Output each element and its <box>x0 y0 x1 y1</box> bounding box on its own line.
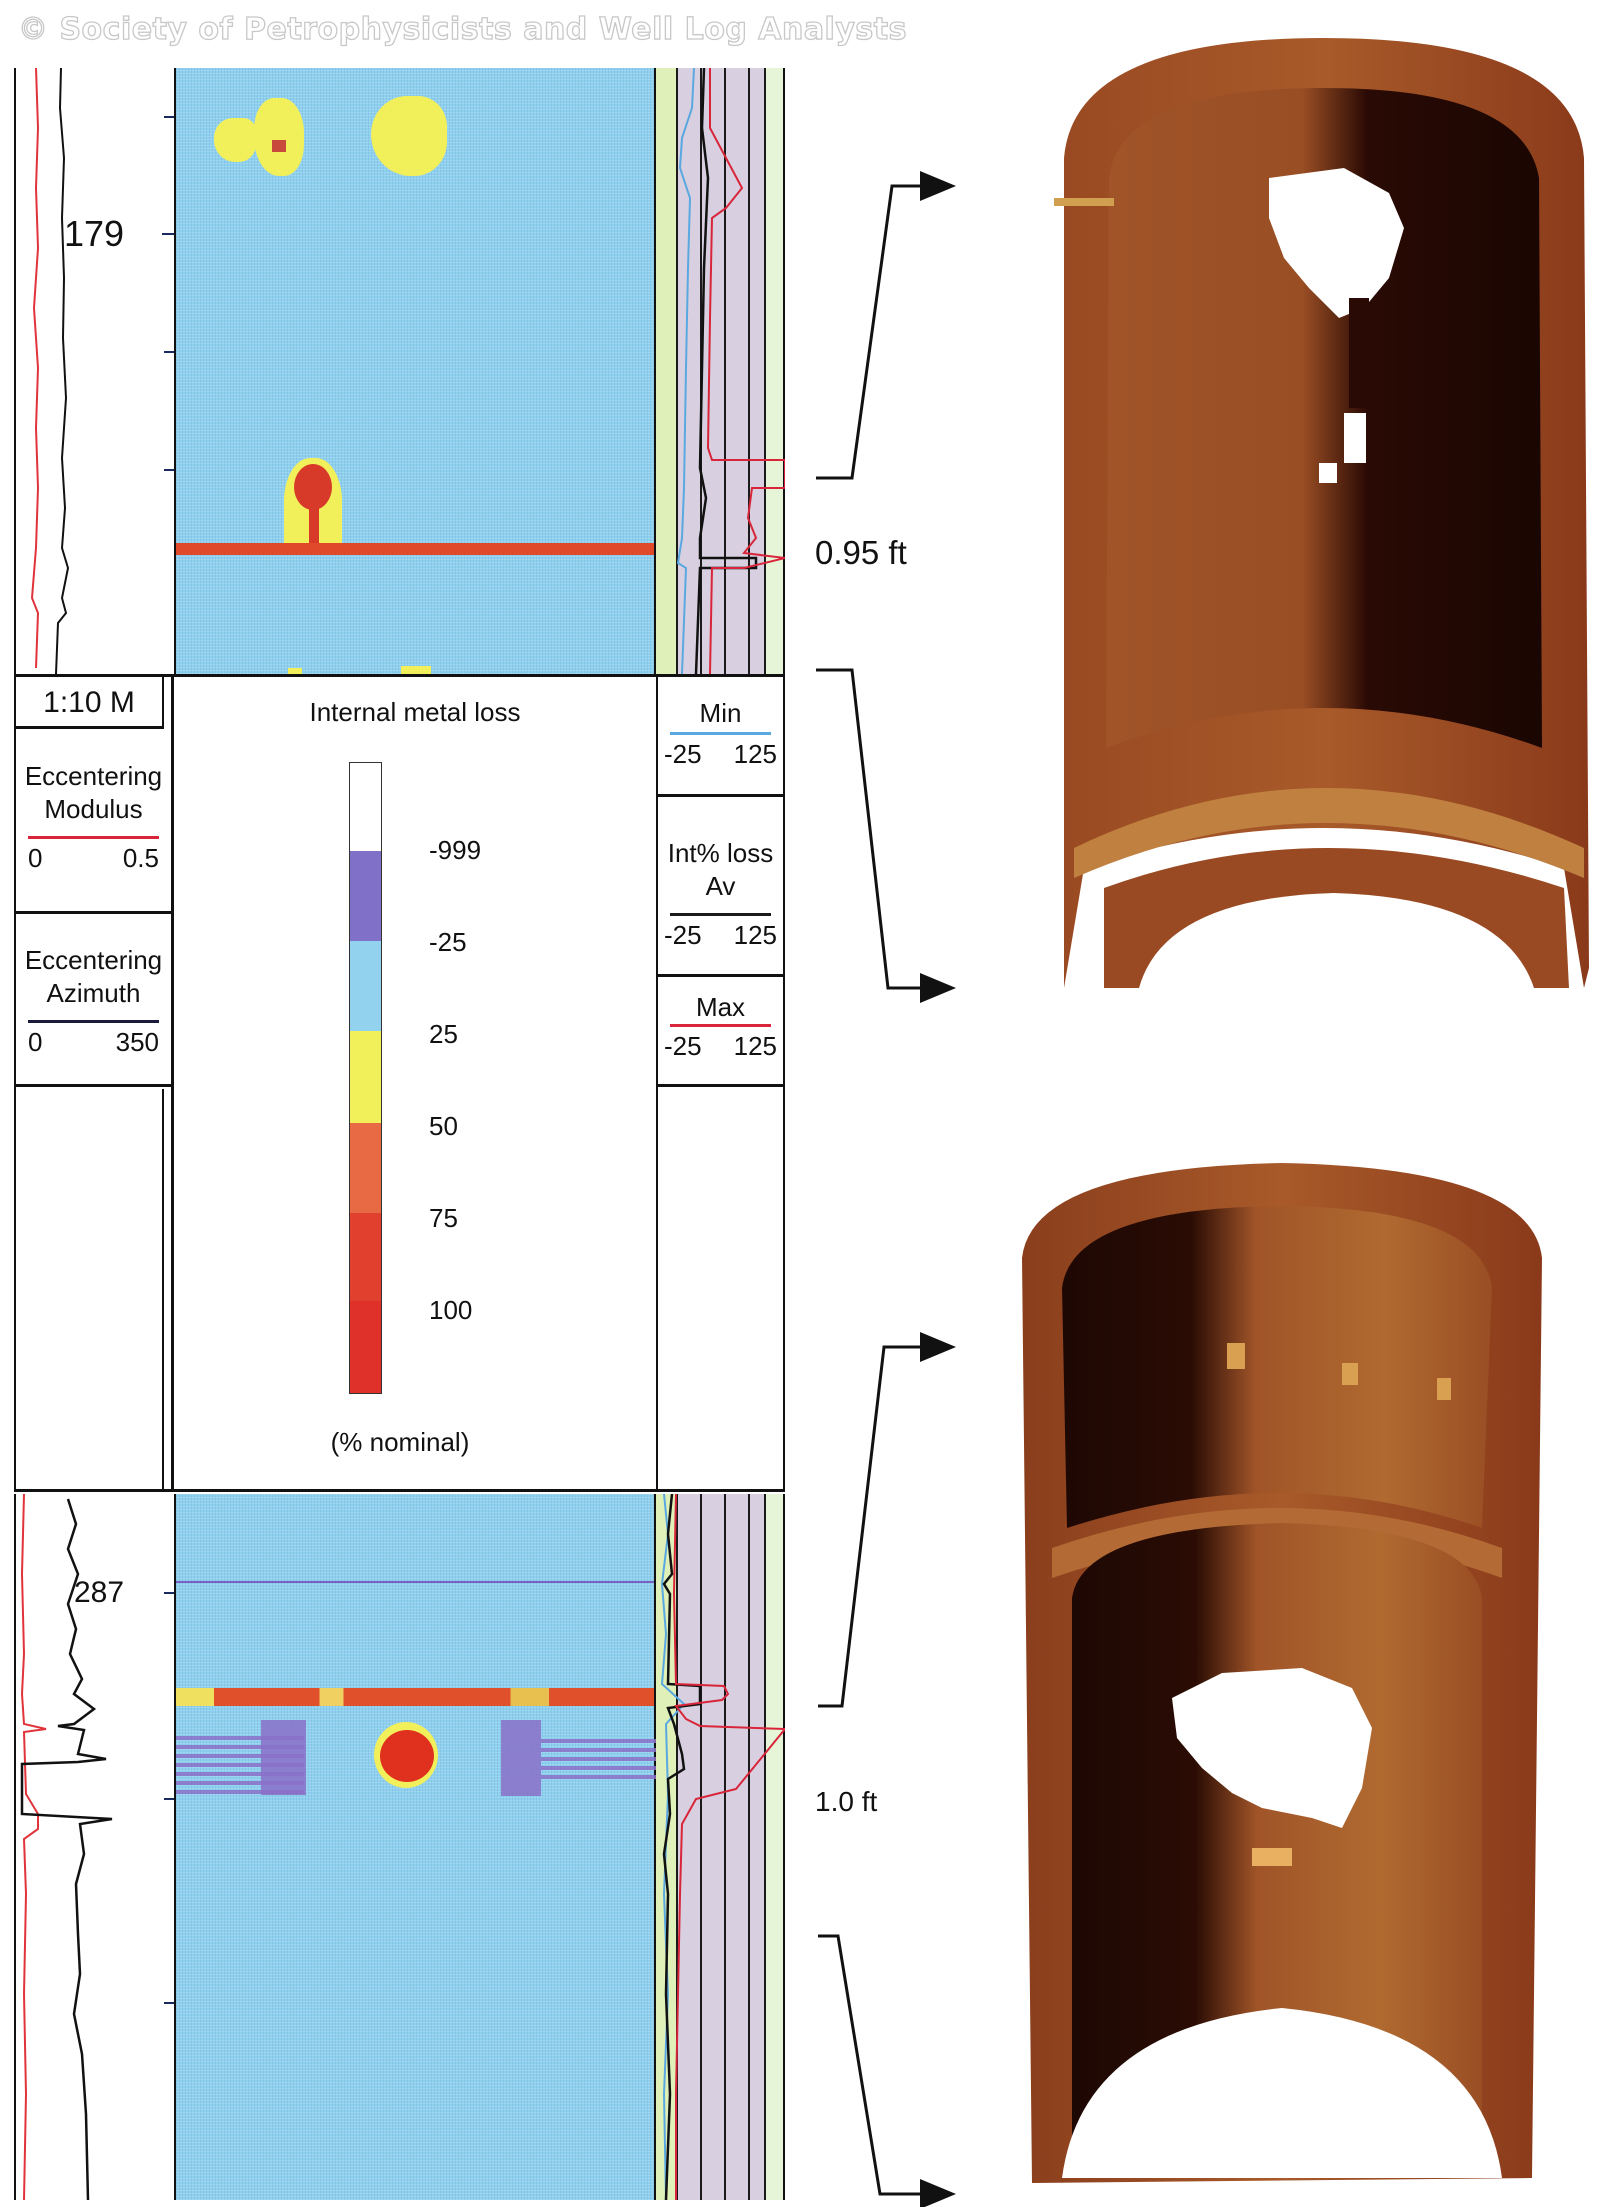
top-int-loss-curves <box>676 68 785 674</box>
corrosion-hole <box>380 1730 434 1782</box>
top-depth-track: 179 <box>14 68 174 674</box>
bottom-eccentering-curves <box>20 1494 113 2200</box>
curve-color-line <box>670 1024 771 1027</box>
legend-unit: (% nominal) <box>330 1427 470 1457</box>
corrosion-spot <box>288 668 302 674</box>
bottom-log-section: 287 <box>14 1494 785 2200</box>
top-eccentering-curves <box>30 68 70 674</box>
pipe-3d-render-top <box>1054 38 1589 988</box>
legend-label: -25 <box>429 927 467 957</box>
length-label-bottom: 1.0 ft <box>815 1786 878 1817</box>
copyright-watermark: © Society of Petrophysicists and Well Lo… <box>17 11 907 47</box>
depth-label-287: 287 <box>74 1576 125 1609</box>
depth-tick <box>164 2002 174 2004</box>
collar-band <box>176 1688 654 1706</box>
empty-track-divider <box>162 1089 164 1489</box>
metal-loss-legend: Internal metal loss -999 -25 25 50 75 10… <box>174 677 656 1489</box>
curve-color-line <box>28 836 159 839</box>
legend-label: 50 <box>429 1111 458 1141</box>
legend-label: 100 <box>429 1295 473 1325</box>
pipe-3d-render-bottom <box>1022 1163 1542 2183</box>
bottom-metal-loss-image <box>174 1494 658 2200</box>
corrosion-hole <box>309 504 319 552</box>
legend-label: 25 <box>429 1019 458 1049</box>
depth-scale-label: 1:10 M <box>16 677 164 729</box>
legend-label: 75 <box>429 1203 458 1233</box>
metal-gain-area <box>501 1720 541 1796</box>
collar-band <box>176 543 654 555</box>
corrosion-spot <box>401 666 431 674</box>
depth-tick <box>164 469 174 471</box>
length-brackets <box>816 171 956 2207</box>
curve-color-line <box>670 732 771 735</box>
depth-tick <box>164 351 174 353</box>
corrosion-spot <box>214 118 256 162</box>
top-log-section: 179 <box>14 68 785 674</box>
top-int-loss-track <box>656 68 785 674</box>
corrosion-hole <box>294 464 332 510</box>
corrosion-spot <box>371 96 447 176</box>
metal-gain-area <box>261 1720 306 1795</box>
depth-label-179: 179 <box>64 213 125 254</box>
bottom-int-loss-curves <box>660 1494 785 2200</box>
curve-color-line <box>28 1020 159 1023</box>
curve-color-line <box>670 913 771 916</box>
legend-label: -999 <box>429 835 482 865</box>
bottom-depth-track: 287 <box>14 1494 174 2200</box>
depth-tick <box>164 1592 174 1594</box>
depth-tick <box>164 1798 174 1800</box>
depth-tick <box>162 233 174 235</box>
top-metal-loss-image <box>174 68 656 674</box>
bottom-int-loss-track <box>656 1494 785 2200</box>
length-label-top: 0.95 ft <box>815 534 907 571</box>
corrosion-pit <box>272 140 286 152</box>
legend-colorbar <box>349 762 382 1394</box>
thin-line <box>176 1581 654 1583</box>
legend-title: Internal metal loss <box>309 697 521 727</box>
metal-gain-area <box>541 1739 658 1779</box>
depth-tick <box>164 116 174 118</box>
corrosion-spot <box>254 98 304 176</box>
